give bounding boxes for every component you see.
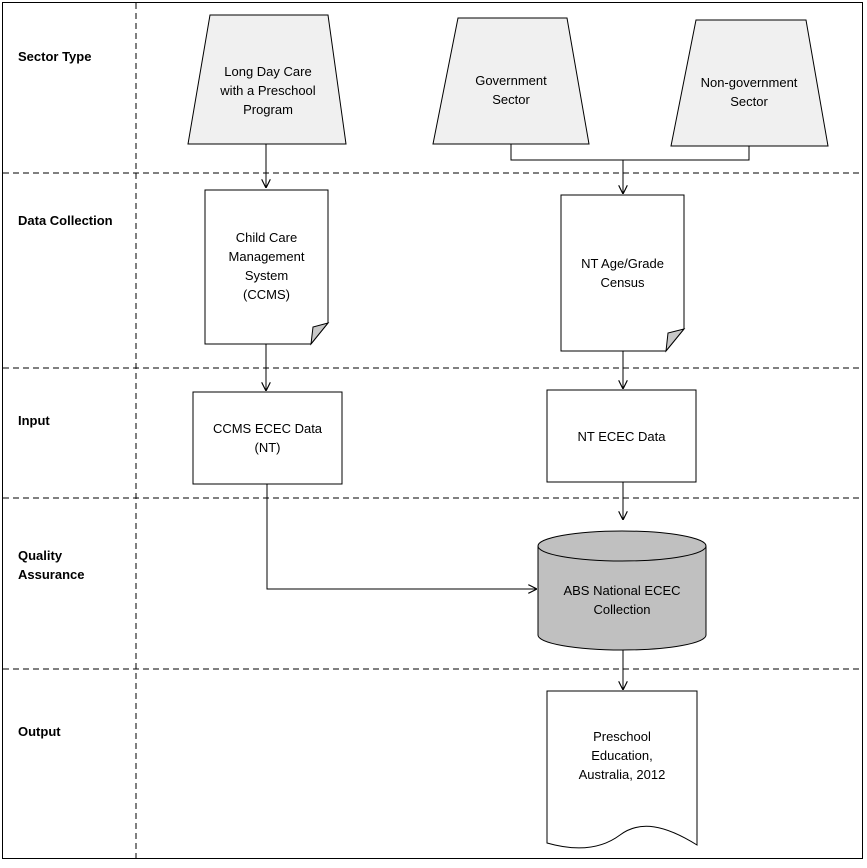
ccms-ecec-data-label: CCMS ECEC Data (NT) — [212, 421, 323, 455]
output-document-shape — [546, 690, 698, 849]
abs-collection-cylinder-top — [537, 530, 707, 562]
row-label-sector-type: Sector Type — [18, 49, 92, 64]
government-sector-label: Government Sector — [475, 73, 547, 107]
row-label-output: Output — [18, 724, 61, 739]
long-day-care-shape — [187, 14, 347, 145]
long-day-care-label: Long Day Care with a Preschool Program — [220, 63, 316, 117]
row-label-quality-assurance: Quality Assurance — [18, 548, 85, 582]
non-government-sector-label: Non-government Sector — [700, 75, 798, 109]
abs-collection-label: ABS National ECEC Collection — [563, 583, 681, 617]
row-label-data-collection: Data Collection — [18, 213, 113, 228]
abs-collection-cylinder-body — [537, 546, 707, 651]
output-document-label: Preschool Education, Australia, 2012 — [578, 728, 666, 782]
ccms-folded-corner — [310, 322, 330, 346]
nt-ecec-data-box — [546, 389, 697, 483]
sector-merge-connector — [510, 144, 750, 161]
nt-census-folded-corner — [665, 328, 686, 353]
government-sector-shape — [432, 17, 590, 145]
nt-census-label: NT Age/Grade Census — [581, 256, 664, 290]
ccms-label: Child Care Management System (CCMS) — [228, 230, 305, 302]
non-government-sector-shape — [670, 19, 829, 147]
ccms-ecec-data-box — [192, 391, 343, 485]
connector-arrow — [266, 484, 537, 589]
row-label-input: Input — [18, 413, 50, 428]
nt-ecec-data-label: NT ECEC Data — [577, 428, 666, 444]
